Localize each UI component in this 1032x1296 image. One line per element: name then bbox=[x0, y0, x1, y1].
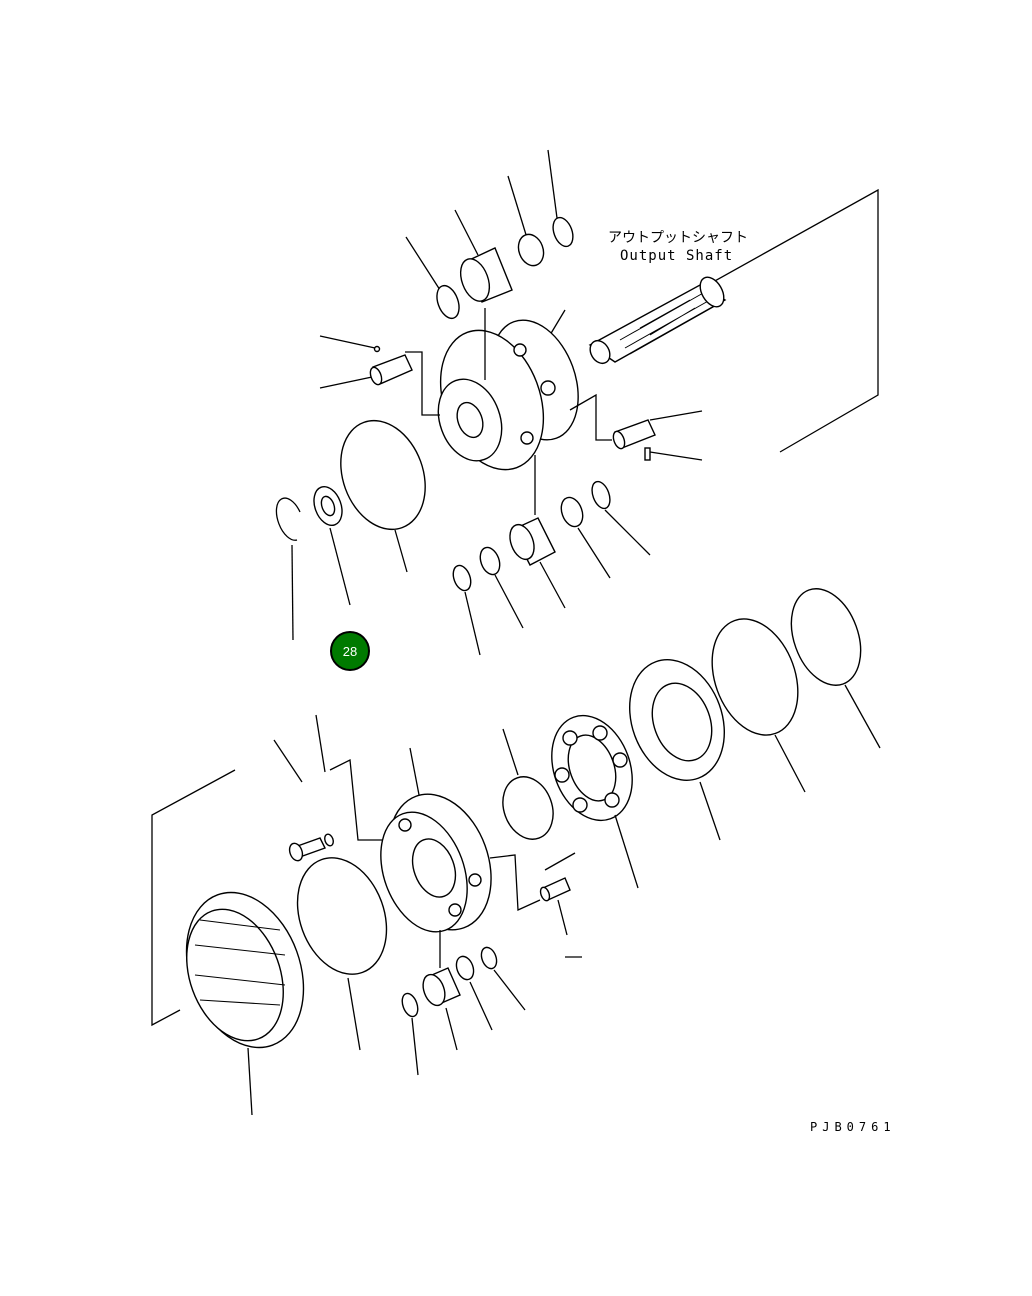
small-snap-ring bbox=[502, 728, 554, 840]
ring-gear-seal bbox=[151, 769, 388, 1116]
top-gear-stack bbox=[405, 149, 574, 320]
output-shaft-bracket bbox=[599, 188, 879, 453]
housing-rings bbox=[628, 588, 881, 841]
bolt-washer bbox=[273, 714, 385, 862]
pin-left bbox=[319, 335, 440, 416]
ball-bearing bbox=[551, 714, 639, 889]
pin-right bbox=[569, 393, 703, 461]
snap-ring-bearing-seal bbox=[275, 419, 426, 641]
callout-number: 28 bbox=[342, 643, 358, 659]
lower-gear-stack bbox=[452, 480, 651, 656]
planet-carrier bbox=[437, 308, 579, 515]
pin-lower bbox=[539, 852, 582, 958]
lower-small-gears bbox=[401, 946, 526, 1076]
output-shaft-label-jp: アウトプットシャフト bbox=[608, 230, 748, 246]
output-shaft-label-en: Output Shaft bbox=[620, 248, 733, 264]
part-callout-28[interactable]: 28 bbox=[330, 631, 370, 671]
drawing-code: PJB0761 bbox=[810, 1120, 896, 1134]
output-shaft bbox=[588, 276, 727, 365]
lower-carrier bbox=[380, 747, 541, 968]
